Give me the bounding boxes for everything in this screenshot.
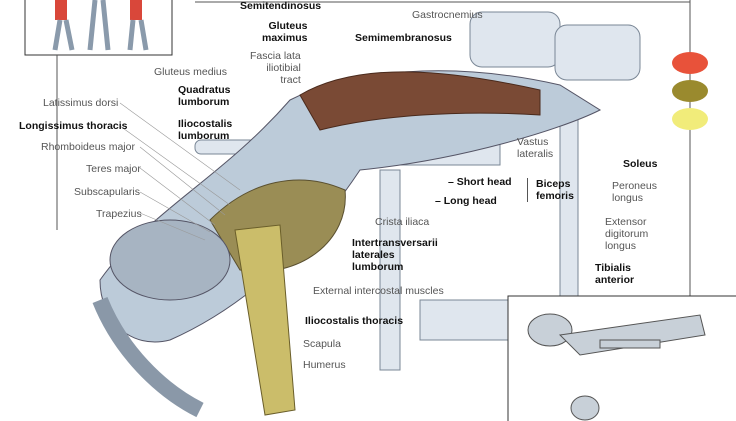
label-rhomboideus-major: Rhomboideus major (41, 141, 135, 153)
label-latissimus-dorsi: Latissimus dorsi (43, 97, 119, 109)
leader-lines (119, 102, 241, 241)
label-quadratus-lumborum: Quadratus lumborum (178, 84, 231, 108)
label-iliocostalis-thoracis: Iliocostalis thoracis (305, 315, 404, 327)
label-long-head: – Long head (435, 195, 497, 207)
label-external-intercostal: External intercostal muscles (313, 285, 444, 297)
label-gastrocnemius: Gastrocnemius (412, 9, 483, 21)
label-tibialis-anterior: Tibialis anterior (595, 262, 635, 286)
label-extensor-digitorum: Extensor digitorum longus (605, 216, 649, 252)
label-fascia-lata: Fascia lata iliotibial tract (250, 50, 301, 86)
label-soleus: Soleus (623, 158, 658, 170)
label-iliocostalis-lumborum: Iliocostalis lumborum (178, 118, 233, 142)
thumbnail-frame-top (24, 0, 173, 56)
legend-color-red (672, 52, 708, 74)
label-longissimus-thoracis: Longissimus thoracis (19, 120, 128, 132)
label-gluteus-medius: Gluteus medius (154, 66, 227, 78)
thumbnail-figure (527, 313, 706, 421)
label-short-head: – Short head (448, 176, 512, 188)
body (92, 70, 602, 418)
label-teres-major: Teres major (86, 163, 141, 175)
label-gluteus-maximus: Gluteus maximus (262, 20, 308, 44)
label-scapula: Scapula (303, 338, 341, 350)
label-trapezius: Trapezius (96, 208, 142, 220)
label-peroneus-longus: Peroneus longus (612, 180, 657, 204)
legend-color-olive (672, 80, 708, 102)
label-semitendinosus: Semitendinosus (240, 0, 322, 12)
thumbnail-figures (52, 0, 149, 51)
label-biceps-femoris: Biceps femoris (527, 178, 574, 202)
label-humerus: Humerus (303, 359, 346, 371)
label-subscapularis: Subscapularis (74, 186, 140, 198)
label-crista-iliaca: Crista iliaca (375, 216, 430, 228)
label-semimembranosus: Semimembranosus (355, 32, 452, 44)
label-intertransversarii: Intertransversarii laterales lumborum (352, 237, 438, 273)
legend-color-yellow (672, 108, 708, 130)
label-vastus-lateralis: Vastus lateralis (517, 136, 554, 160)
